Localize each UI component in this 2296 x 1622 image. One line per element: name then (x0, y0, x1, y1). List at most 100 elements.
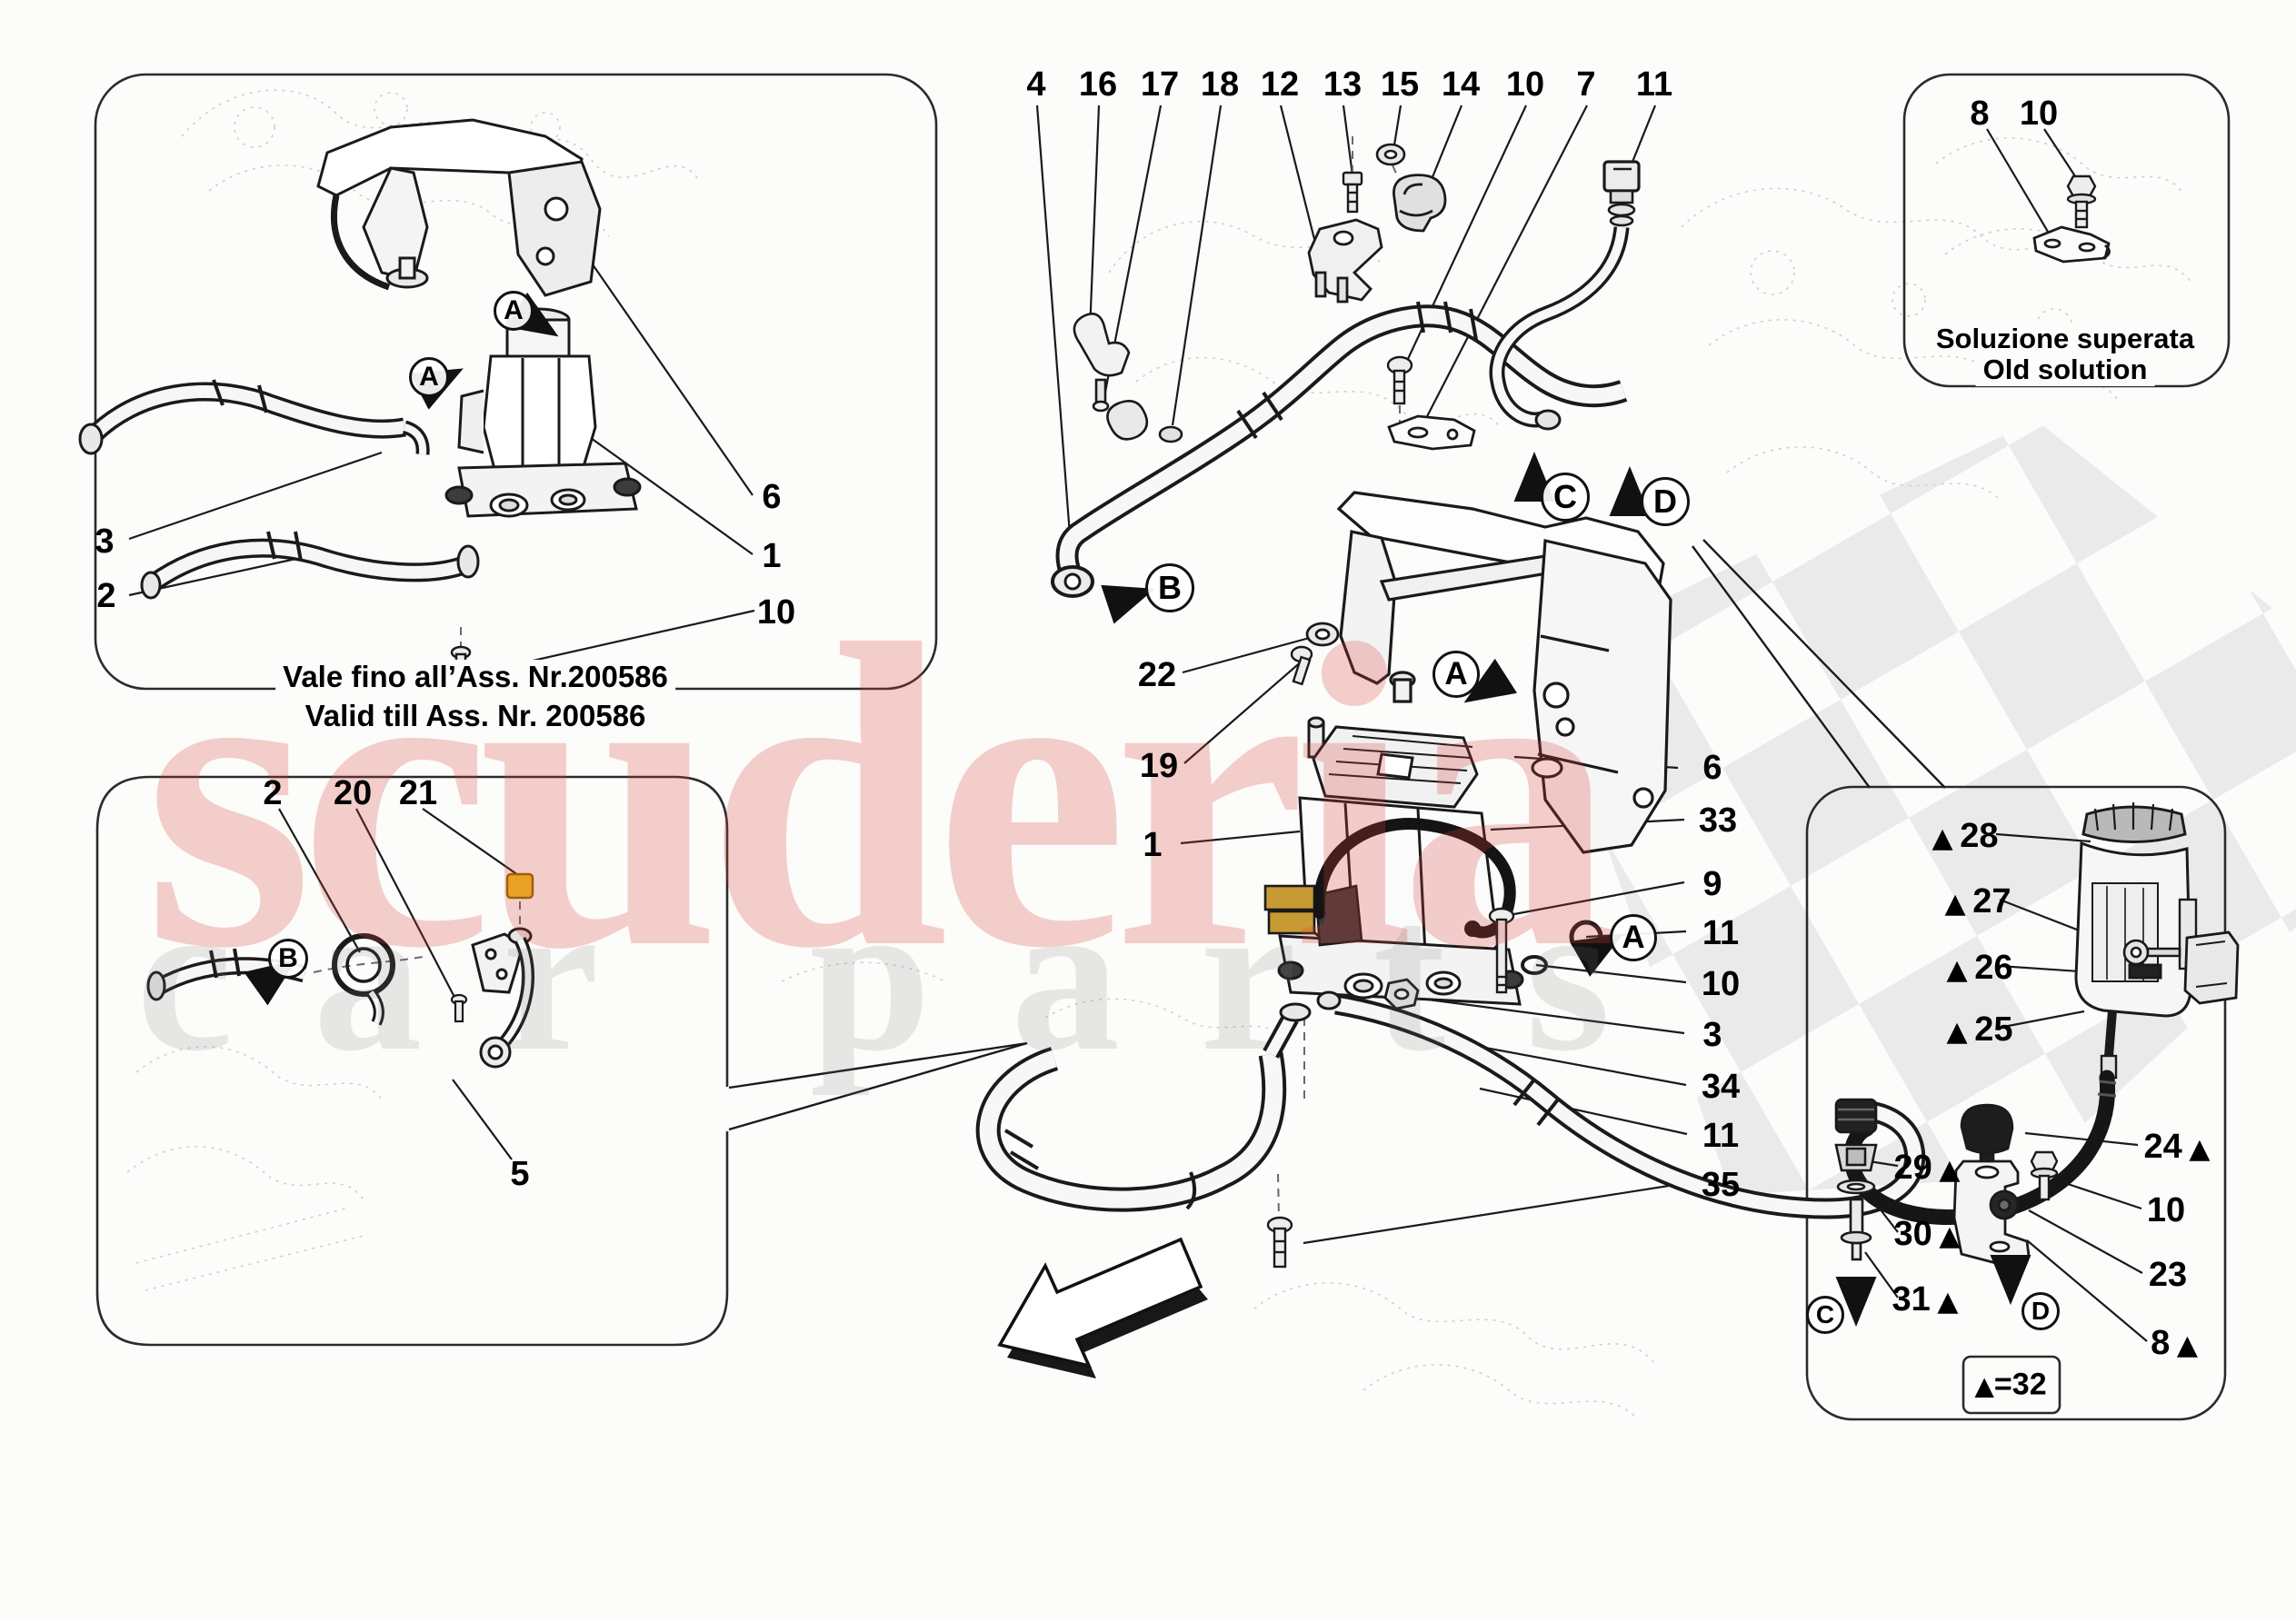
banjo-fitting-3 (1383, 978, 1420, 1010)
callout-25: ▲ 25 (1946, 1010, 2013, 1049)
hose-11-top (1489, 160, 1641, 431)
view-marker-D: D (1641, 477, 1690, 526)
right-panel-outline (1805, 785, 2227, 1421)
triangle-icon: ▲ (1974, 1370, 1994, 1401)
triangle-icon: ▲ (1932, 822, 1953, 854)
triangle-icon: ▲ (1944, 888, 1966, 920)
callout-10: 10 (2146, 1191, 2186, 1229)
callout-22: 22 (1137, 656, 1177, 694)
view-marker-A: A (1433, 651, 1480, 698)
old-solution-caption-italian: Soluzione superata (1928, 323, 2202, 355)
callout-13: 13 (1323, 65, 1363, 104)
legend-triangle-note: ▲=32 (1974, 1368, 2046, 1403)
callout-10: 10 (1701, 965, 1741, 1003)
callout-11: 11 (1702, 1117, 1740, 1155)
washer-15 (1375, 143, 1406, 166)
callout-21: 21 (398, 774, 438, 812)
box2-bolt-20 (450, 993, 468, 1023)
callout-4: 4 (1026, 65, 1046, 104)
bracket-23 (1952, 1159, 2031, 1265)
box2-yellow-cap-21 (505, 872, 534, 900)
grommet-14 (1393, 174, 1447, 233)
callout-1: 1 (1143, 826, 1163, 864)
box1-hose-2 (140, 531, 480, 600)
old-solution-box-outline (1902, 73, 2231, 388)
callout-14: 14 (1441, 65, 1481, 104)
view-marker-A: A (1610, 914, 1657, 961)
direction-arrow-3d (997, 1237, 1208, 1378)
detail-wedge-lines (728, 539, 1946, 1131)
view-marker-D: D (2021, 1292, 2060, 1330)
callout-3: 3 (95, 522, 115, 561)
callout-33: 33 (1698, 801, 1738, 840)
box1-bracket-6 (316, 118, 602, 297)
bolt-35 (1266, 1216, 1293, 1269)
callout-34: 34 (1701, 1068, 1741, 1106)
old-solution-bolt-10 (2066, 174, 2097, 229)
callout-35: 35 (1701, 1166, 1741, 1204)
hose-4 (1051, 301, 1628, 598)
callout-16: 16 (1078, 65, 1118, 104)
bolt-10-top (1386, 355, 1413, 405)
callout-11: 11 (1635, 65, 1673, 104)
hose-11-lower (1316, 990, 1926, 1219)
legend-box-outline (1962, 1355, 2061, 1415)
callout-7: 7 (1576, 65, 1596, 104)
view-marker-C: C (1806, 1296, 1844, 1334)
callout-12: 12 (1260, 65, 1300, 104)
connector-plug (1263, 884, 1363, 947)
bracket-12 (1307, 218, 1383, 304)
hose-34 (975, 1002, 1312, 1212)
callout-19: 19 (1139, 747, 1179, 785)
callout-11: 11 (1702, 914, 1740, 952)
bolt-9 (1488, 907, 1515, 994)
callout-10: 10 (756, 593, 796, 632)
box1-caption-english: Valid till Ass. Nr. 200586 (297, 699, 654, 733)
callout-26: ▲ 26 (1946, 949, 2013, 987)
callout-15: 15 (1380, 65, 1420, 104)
callout-8: 8 ▲ (2151, 1324, 2198, 1362)
box2-pipe-5 (471, 927, 535, 1069)
bolt-19 (1290, 645, 1313, 686)
bolt-10-panel (2030, 1150, 2059, 1201)
callout-20: 20 (333, 774, 373, 812)
callout-27: ▲ 27 (1944, 882, 2011, 920)
clamp-bracket-16-17-18 (1073, 313, 1183, 443)
callout-6: 6 (762, 478, 782, 516)
bolt-13 (1342, 171, 1363, 214)
callout-10: 10 (1505, 65, 1545, 104)
callout-23: 23 (2148, 1256, 2188, 1294)
callout-10: 10 (2019, 95, 2059, 133)
legend-value: =32 (1993, 1367, 2047, 1402)
callout-8: 8 (1970, 95, 1990, 133)
hidden-part-dashed-lines (313, 136, 1406, 1220)
clip-26 (2183, 930, 2240, 1005)
plate-7 (1387, 414, 1476, 451)
triangle-icon: ▲ (1946, 954, 1968, 986)
checkered-flag-pattern (1586, 420, 2296, 1195)
callout-6: 6 (1702, 749, 1722, 787)
callout-28: ▲ 28 (1932, 817, 1999, 855)
callout-9: 9 (1702, 865, 1722, 903)
callout-1: 1 (762, 537, 782, 575)
o-rings-11-10 (1521, 920, 1603, 975)
callout-2: 2 (263, 774, 283, 812)
pump-1-main (1277, 716, 1524, 1006)
callout-31: 31 ▲ (1892, 1280, 1959, 1318)
triangle-icon: ▲ (1939, 1220, 1961, 1252)
callout-3: 3 (1702, 1016, 1722, 1054)
callout-5: 5 (510, 1155, 530, 1193)
view-marker-B: B (1145, 563, 1194, 612)
old-solution-plate-8 (2032, 225, 2111, 264)
box1-hose-3 (78, 379, 430, 455)
old-solution-caption-english: Old solution (1975, 353, 2155, 386)
triangle-icon: ▲ (2189, 1133, 2211, 1165)
box2-outline (95, 775, 729, 1347)
view-marker-A: A (409, 357, 449, 397)
main-bracket-6 (1336, 491, 1672, 854)
washer-22 (1305, 622, 1340, 647)
triangle-icon: ▲ (2176, 1329, 2198, 1361)
box1-pump-1 (444, 307, 642, 518)
